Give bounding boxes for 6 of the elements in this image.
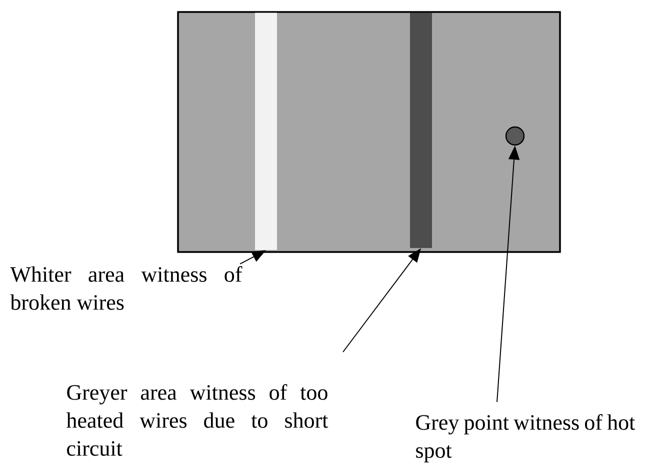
spot-dot <box>505 126 525 146</box>
stripe <box>255 12 277 250</box>
stripe <box>410 12 432 248</box>
callout-text: Greyer area witness of too heated wires due to short circuit <box>66 384 328 456</box>
callout-text: Whiter area witness of broken wires <box>10 266 242 310</box>
callout-text: Grey point witness of hot spot <box>416 414 636 462</box>
